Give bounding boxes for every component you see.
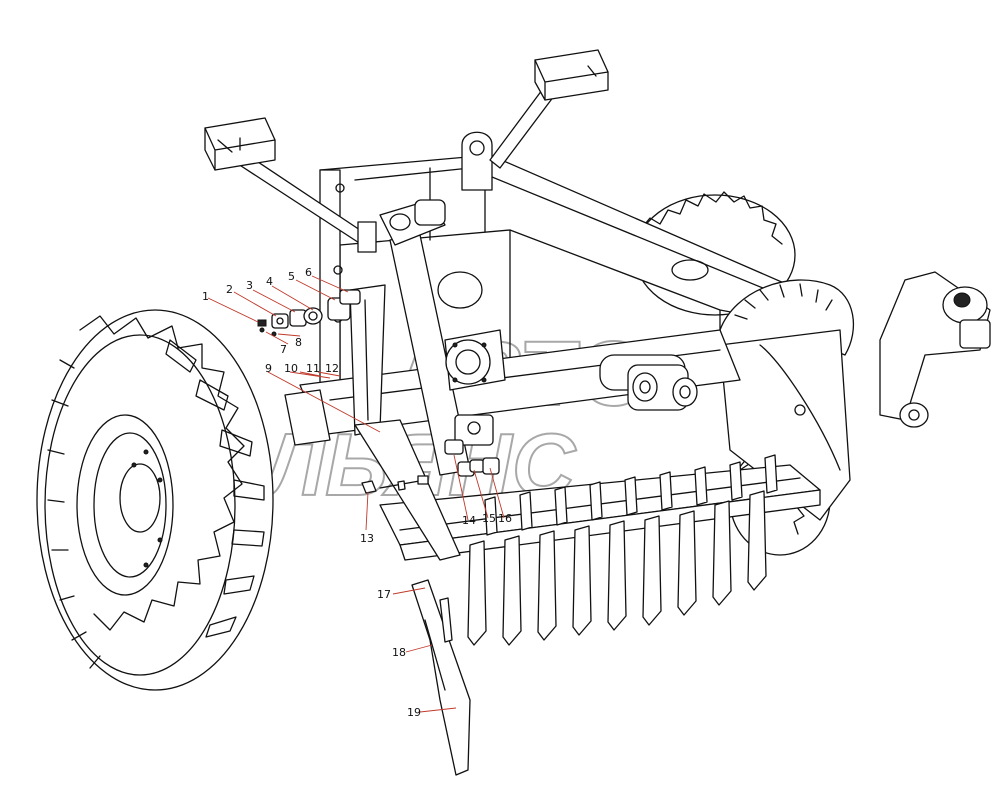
exploded-tine bbox=[411, 579, 471, 776]
callout-5: 5 bbox=[288, 270, 295, 283]
slotted-disc bbox=[719, 279, 855, 521]
exploded-hardware-top bbox=[257, 289, 361, 337]
left-arm bbox=[204, 117, 377, 253]
callout-18: 18 bbox=[392, 646, 406, 659]
callout-4: 4 bbox=[266, 275, 273, 288]
callout-15: 15 bbox=[482, 512, 496, 525]
exploded-hardware-bottom bbox=[361, 439, 500, 494]
callout-10: 10 bbox=[284, 362, 298, 375]
left-tire bbox=[36, 309, 274, 691]
callout-1: 1 bbox=[202, 290, 209, 303]
callout-13: 13 bbox=[360, 532, 374, 545]
callout-11: 11 bbox=[306, 362, 320, 375]
side-bracket bbox=[349, 284, 461, 561]
callout-17: 17 bbox=[377, 588, 391, 601]
leader-lines bbox=[207, 275, 505, 713]
callout-19: 19 bbox=[407, 706, 421, 719]
callout-labels: 1 2 3 4 5 6 7 8 9 10 11 12 13 14 15 16 1… bbox=[202, 266, 512, 719]
callout-6: 6 bbox=[305, 266, 312, 279]
rake-tines bbox=[467, 454, 778, 646]
callout-14: 14 bbox=[462, 514, 476, 527]
callout-2: 2 bbox=[226, 283, 233, 296]
cross-tube bbox=[284, 329, 741, 446]
hydraulic-cylinder bbox=[379, 199, 506, 476]
callout-16: 16 bbox=[498, 512, 512, 525]
hitch-assembly bbox=[879, 271, 991, 428]
callout-9: 9 bbox=[265, 362, 272, 375]
callout-12: 12 bbox=[325, 362, 339, 375]
callout-7: 7 bbox=[280, 343, 287, 356]
right-arm bbox=[489, 49, 609, 169]
callout-3: 3 bbox=[246, 279, 253, 292]
callout-8: 8 bbox=[295, 336, 302, 349]
